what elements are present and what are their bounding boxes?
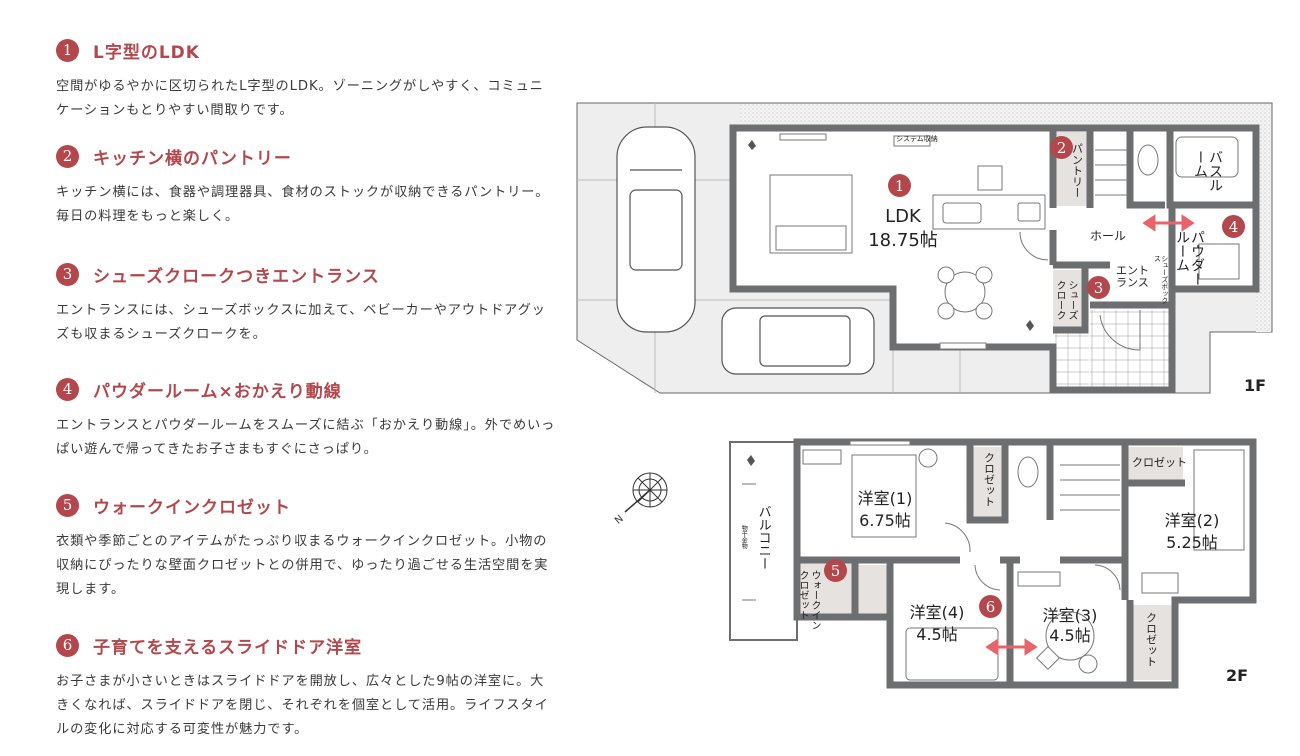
feature-2: 2 キッチン横のパントリー キッチン横には、食器や調理器具、食材のストックが収納で… bbox=[56, 143, 556, 229]
feature-body: エントランスとパウダールームをスムーズに結ぶ「おかえり動線」。外でめいっぱい遊ん… bbox=[56, 418, 556, 457]
feature-body: キッチン横には、食器や調理器具、食材のストックが収納できるパントリー。毎日の料理… bbox=[56, 185, 550, 224]
car-icon bbox=[721, 307, 875, 375]
drying-rack-label: 物干金物 bbox=[740, 525, 748, 549]
marker-5: 5 bbox=[824, 559, 847, 582]
feature-title: シューズクロークつきエントランス bbox=[93, 266, 380, 287]
room3-size: 4.5帖 bbox=[1049, 626, 1091, 645]
plant-icon bbox=[747, 455, 755, 466]
room2-size: 5.25帖 bbox=[1166, 533, 1218, 552]
floor1-label: 1F bbox=[1244, 376, 1267, 395]
floor1-building bbox=[729, 124, 1260, 394]
svg-text:N: N bbox=[613, 513, 626, 526]
room4-label: 洋室(4) bbox=[909, 603, 965, 622]
number-badge: 4 bbox=[56, 377, 79, 401]
closet-label: クロゼット bbox=[1144, 612, 1158, 667]
feature-body: お子さまが小さいときはスライドドアを開放し、広々とした9帖の洋室に。大きくなれば… bbox=[56, 674, 549, 737]
feature-title: 子育てを支えるスライドドア洋室 bbox=[93, 637, 363, 658]
feature-5: 5 ウォークインクロゼット 衣類や季節ごとのアイテムがたっぷり収まるウォークインク… bbox=[56, 492, 556, 602]
hall-label: ホール bbox=[1090, 229, 1127, 243]
ldk-size: 18.75帖 bbox=[868, 230, 938, 251]
number-badge: 6 bbox=[56, 633, 79, 657]
number-badge: 1 bbox=[56, 38, 79, 62]
powder-room-label: パウダールーム bbox=[1174, 230, 1205, 286]
feature-title: L字型のLDK bbox=[93, 42, 200, 63]
compass-icon: N bbox=[613, 472, 668, 527]
number-badge: 5 bbox=[56, 493, 79, 517]
shoe-cloak-label: シューズクローク bbox=[1054, 280, 1077, 320]
ldk-label: LDK bbox=[885, 206, 921, 227]
plant-icon bbox=[748, 140, 756, 150]
entrance-label: エントランス bbox=[1116, 264, 1149, 289]
plant-icon bbox=[1026, 320, 1034, 331]
closet-label: クロゼット bbox=[1132, 456, 1187, 469]
marker-1: 1 bbox=[888, 174, 911, 197]
bathroom-label: バスルーム bbox=[1192, 150, 1223, 192]
feature-title: ウォークインクロゼット bbox=[93, 497, 291, 518]
room1-size: 6.75帖 bbox=[859, 511, 911, 530]
marker-3: 3 bbox=[1087, 276, 1110, 299]
number-badge: 2 bbox=[56, 144, 79, 168]
room4-size: 4.5帖 bbox=[916, 625, 958, 644]
number-badge: 3 bbox=[56, 262, 79, 286]
floor2-label: 2F bbox=[1226, 666, 1249, 685]
feature-body: 空間がゆるやかに区切られたL字型のLDK。ゾーニングがしやすく、コミュニケーショ… bbox=[56, 79, 544, 118]
balcony-label: バルコニー bbox=[755, 505, 771, 570]
room2-label: 洋室(2) bbox=[1164, 511, 1220, 530]
feature-title: キッチン横のパントリー bbox=[93, 148, 292, 169]
feature-title: パウダールーム×おかえり動線 bbox=[93, 381, 342, 402]
floor2-building bbox=[729, 438, 1257, 689]
room1-label: 洋室(1) bbox=[857, 489, 913, 508]
car-icon bbox=[616, 126, 696, 333]
feature-body: エントランスには、シューズボックスに加えて、ベビーカーやアウトドアグッズも収まる… bbox=[56, 303, 546, 342]
feature-3: 3 シューズクロークつきエントランス エントランスには、シューズボックスに加えて、… bbox=[56, 261, 556, 347]
marker-6: 6 bbox=[979, 595, 1002, 618]
path-arrow-icon bbox=[985, 638, 1038, 656]
path-arrow-icon bbox=[1142, 214, 1195, 232]
feature-body: 衣類や季節ごとのアイテムがたっぷり収まるウォークインクロゼット。小物の収納にぴっ… bbox=[56, 534, 549, 597]
closet-label: クロゼット bbox=[982, 452, 996, 507]
room3-label: 洋室(3) bbox=[1042, 606, 1098, 625]
shoe-box-label: シューズボックス bbox=[1153, 255, 1169, 304]
marker-4: 4 bbox=[1222, 215, 1245, 238]
system-storage-label: システム収納 bbox=[896, 135, 938, 143]
feature-4: 4 パウダールーム×おかえり動線 エントランスとパウダールームをスムーズに結ぶ「お… bbox=[56, 376, 556, 462]
walk-in-closet-label: ウォークインクロゼット bbox=[797, 570, 820, 630]
feature-6: 6 子育てを支えるスライドドア洋室 お子さまが小さいときはスライドドアを開放し、広… bbox=[56, 632, 556, 742]
feature-1: 1 L字型のLDK 空間がゆるやかに区切られたL字型のLDK。ゾーニングがしやすく… bbox=[56, 37, 556, 123]
pantry-label: パントリー bbox=[1070, 143, 1084, 198]
marker-2: 2 bbox=[1050, 136, 1073, 159]
